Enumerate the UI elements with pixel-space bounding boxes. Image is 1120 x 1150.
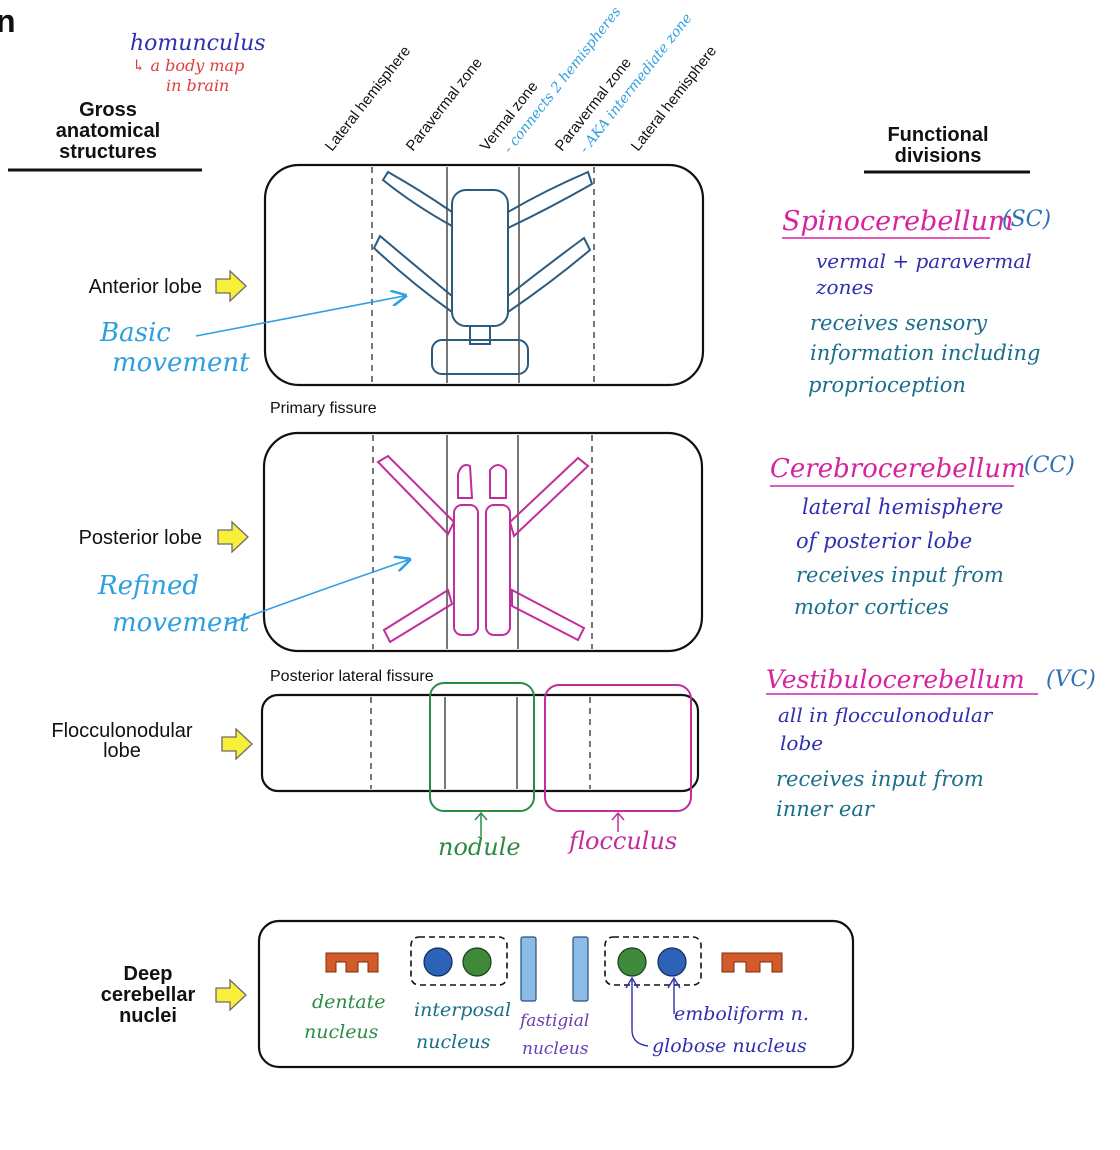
basic-movement-line1: Basic bbox=[99, 318, 171, 348]
primary-fissure-label: Primary fissure bbox=[270, 400, 377, 417]
posterior-lobe-outline bbox=[262, 431, 704, 653]
anterior-lobe bbox=[263, 163, 705, 387]
vestibulocerebellum-note: Vestibulocerebellum (VC) all in flocculo… bbox=[766, 665, 1096, 821]
vestibulo-line4: inner ear bbox=[776, 797, 876, 821]
posterior-arrow-icon bbox=[217, 520, 249, 554]
cerebro-title: Cerebrocerebellum bbox=[770, 454, 1026, 484]
cerebro-abbr: (CC) bbox=[1024, 453, 1075, 478]
cerebro-line1: lateral hemisphere bbox=[802, 495, 1003, 519]
homunculus-word: homunculus bbox=[130, 31, 266, 56]
dentate-nucleus-left-icon bbox=[325, 952, 379, 973]
nodule-label: nodule bbox=[438, 833, 521, 861]
movement-notes: Basic movement Refined movement bbox=[97, 296, 408, 638]
anterior-lobe-label: Anterior lobe bbox=[89, 276, 202, 298]
globose-nucleus-left-icon bbox=[462, 947, 492, 977]
emboliform-nucleus-right-icon bbox=[657, 947, 687, 977]
spino-line4: information including bbox=[810, 341, 1041, 365]
gross-anatomy-header: Gross anatomical structures bbox=[8, 99, 202, 172]
cerebro-line4: motor cortices bbox=[794, 595, 949, 619]
fastigial-label-line1: fastigial bbox=[518, 1011, 589, 1031]
dentate-label-line2: nucleus bbox=[304, 1021, 379, 1043]
flocculonodular-label-line2: lobe bbox=[103, 740, 141, 762]
homunculus-note: homunculus ↳ a body map in brain bbox=[130, 31, 266, 95]
flocculonodular-label-line1: Flocculonodular bbox=[51, 720, 193, 742]
spino-abbr: (SC) bbox=[1002, 207, 1051, 232]
emboliform-label: emboliform n. bbox=[674, 1003, 809, 1025]
spino-line5: proprioception bbox=[808, 373, 966, 397]
globose-nucleus-right-icon bbox=[617, 947, 647, 977]
interposed-label-line2: nucleus bbox=[416, 1031, 491, 1053]
functional-divisions-header: Functional divisions bbox=[864, 124, 1030, 174]
deep-nuclei-label-line3: nuclei bbox=[119, 1005, 177, 1027]
basic-movement-line2: movement bbox=[112, 348, 250, 378]
emboliform-nucleus-left-icon bbox=[423, 947, 453, 977]
cerebrocerebellum-note: Cerebrocerebellum (CC) lateral hemispher… bbox=[770, 453, 1075, 619]
interposed-group-right bbox=[604, 936, 702, 986]
vestibulo-line3: receives input from bbox=[776, 767, 984, 791]
deep-nuclei: Deep cerebellar nuclei dentate nucleus i… bbox=[101, 919, 855, 1069]
posterior-homunculus bbox=[376, 454, 590, 644]
anterior-homunculus bbox=[372, 170, 594, 375]
anterior-lobe-outline bbox=[263, 163, 705, 387]
deep-nuclei-arrow-icon bbox=[215, 978, 247, 1012]
spino-line2: zones bbox=[815, 275, 874, 299]
left-header-line1: Gross bbox=[79, 99, 137, 121]
deep-nuclei-label-line2: cerebellar bbox=[101, 984, 196, 1006]
interposed-group-left bbox=[410, 936, 508, 986]
basic-movement-pointer bbox=[195, 296, 404, 337]
spinocerebellum-note: Spinocerebellum (SC) vermal + paravermal… bbox=[782, 206, 1051, 397]
vestibulo-line1: all in flocculonodular bbox=[778, 703, 994, 727]
refined-movement-line2: movement bbox=[112, 608, 250, 638]
right-header-line2: divisions bbox=[895, 145, 982, 167]
posterior-lateral-fissure-label: Posterior lateral fissure bbox=[270, 668, 434, 685]
refined-movement-pointer bbox=[227, 560, 408, 625]
vestibulo-title: Vestibulocerebellum bbox=[766, 665, 1025, 694]
nodule-outline bbox=[429, 682, 535, 812]
lobe-labels: Anterior lobe Posterior lobe Flocculonod… bbox=[51, 269, 253, 762]
deep-nuclei-label-line1: Deep bbox=[124, 963, 173, 985]
title-fragment: n bbox=[0, 3, 16, 39]
homunculus-line2: in brain bbox=[166, 76, 229, 95]
spino-title: Spinocerebellum bbox=[782, 206, 1014, 237]
homunculus-line1: ↳ a body map bbox=[132, 56, 244, 75]
refined-movement-line1: Refined bbox=[97, 571, 199, 601]
flocculus-outline bbox=[544, 684, 692, 812]
zone-label-paravermal-left: Paravermal zone bbox=[403, 55, 486, 155]
flocculonodular-lobe: nodule flocculus bbox=[260, 682, 700, 861]
vestibulo-abbr: (VC) bbox=[1046, 667, 1096, 692]
vestibulo-line2: lobe bbox=[780, 731, 823, 755]
zone-label-lateral-left: Lateral hemisphere bbox=[322, 43, 414, 155]
right-header-line1: Functional bbox=[887, 124, 988, 146]
flocculonodular-outline bbox=[260, 693, 700, 793]
left-header-line3: structures bbox=[59, 141, 157, 163]
flocculonodular-arrow-icon bbox=[221, 727, 253, 761]
flocculus-label: flocculus bbox=[567, 827, 677, 855]
spino-line1: vermal + paravermal bbox=[816, 249, 1032, 273]
fastigial-nucleus-left-icon bbox=[520, 936, 537, 1002]
posterior-lobe bbox=[262, 431, 704, 653]
cerebro-line2: of posterior lobe bbox=[796, 529, 972, 553]
dentate-label-line1: dentate bbox=[312, 991, 386, 1013]
deep-nuclei-outline bbox=[257, 919, 855, 1069]
interposed-label-line1: interposal bbox=[414, 999, 511, 1021]
fastigial-label-line2: nucleus bbox=[522, 1039, 589, 1059]
globose-pointer bbox=[631, 980, 649, 1047]
anterior-arrow-icon bbox=[215, 269, 247, 303]
zone-label-lateral-right: Lateral hemisphere bbox=[628, 43, 720, 155]
spino-line3: receives sensory bbox=[810, 311, 988, 335]
dentate-nucleus-right-icon bbox=[721, 952, 783, 973]
globose-label: globose nucleus bbox=[652, 1035, 807, 1057]
cerebro-line3: receives input from bbox=[796, 563, 1004, 587]
left-header-line2: anatomical bbox=[56, 120, 160, 142]
posterior-lobe-label: Posterior lobe bbox=[79, 527, 202, 549]
fastigial-nucleus-right-icon bbox=[572, 936, 589, 1002]
zone-labels: Lateral hemisphere Paravermal zone Verma… bbox=[322, 4, 720, 156]
